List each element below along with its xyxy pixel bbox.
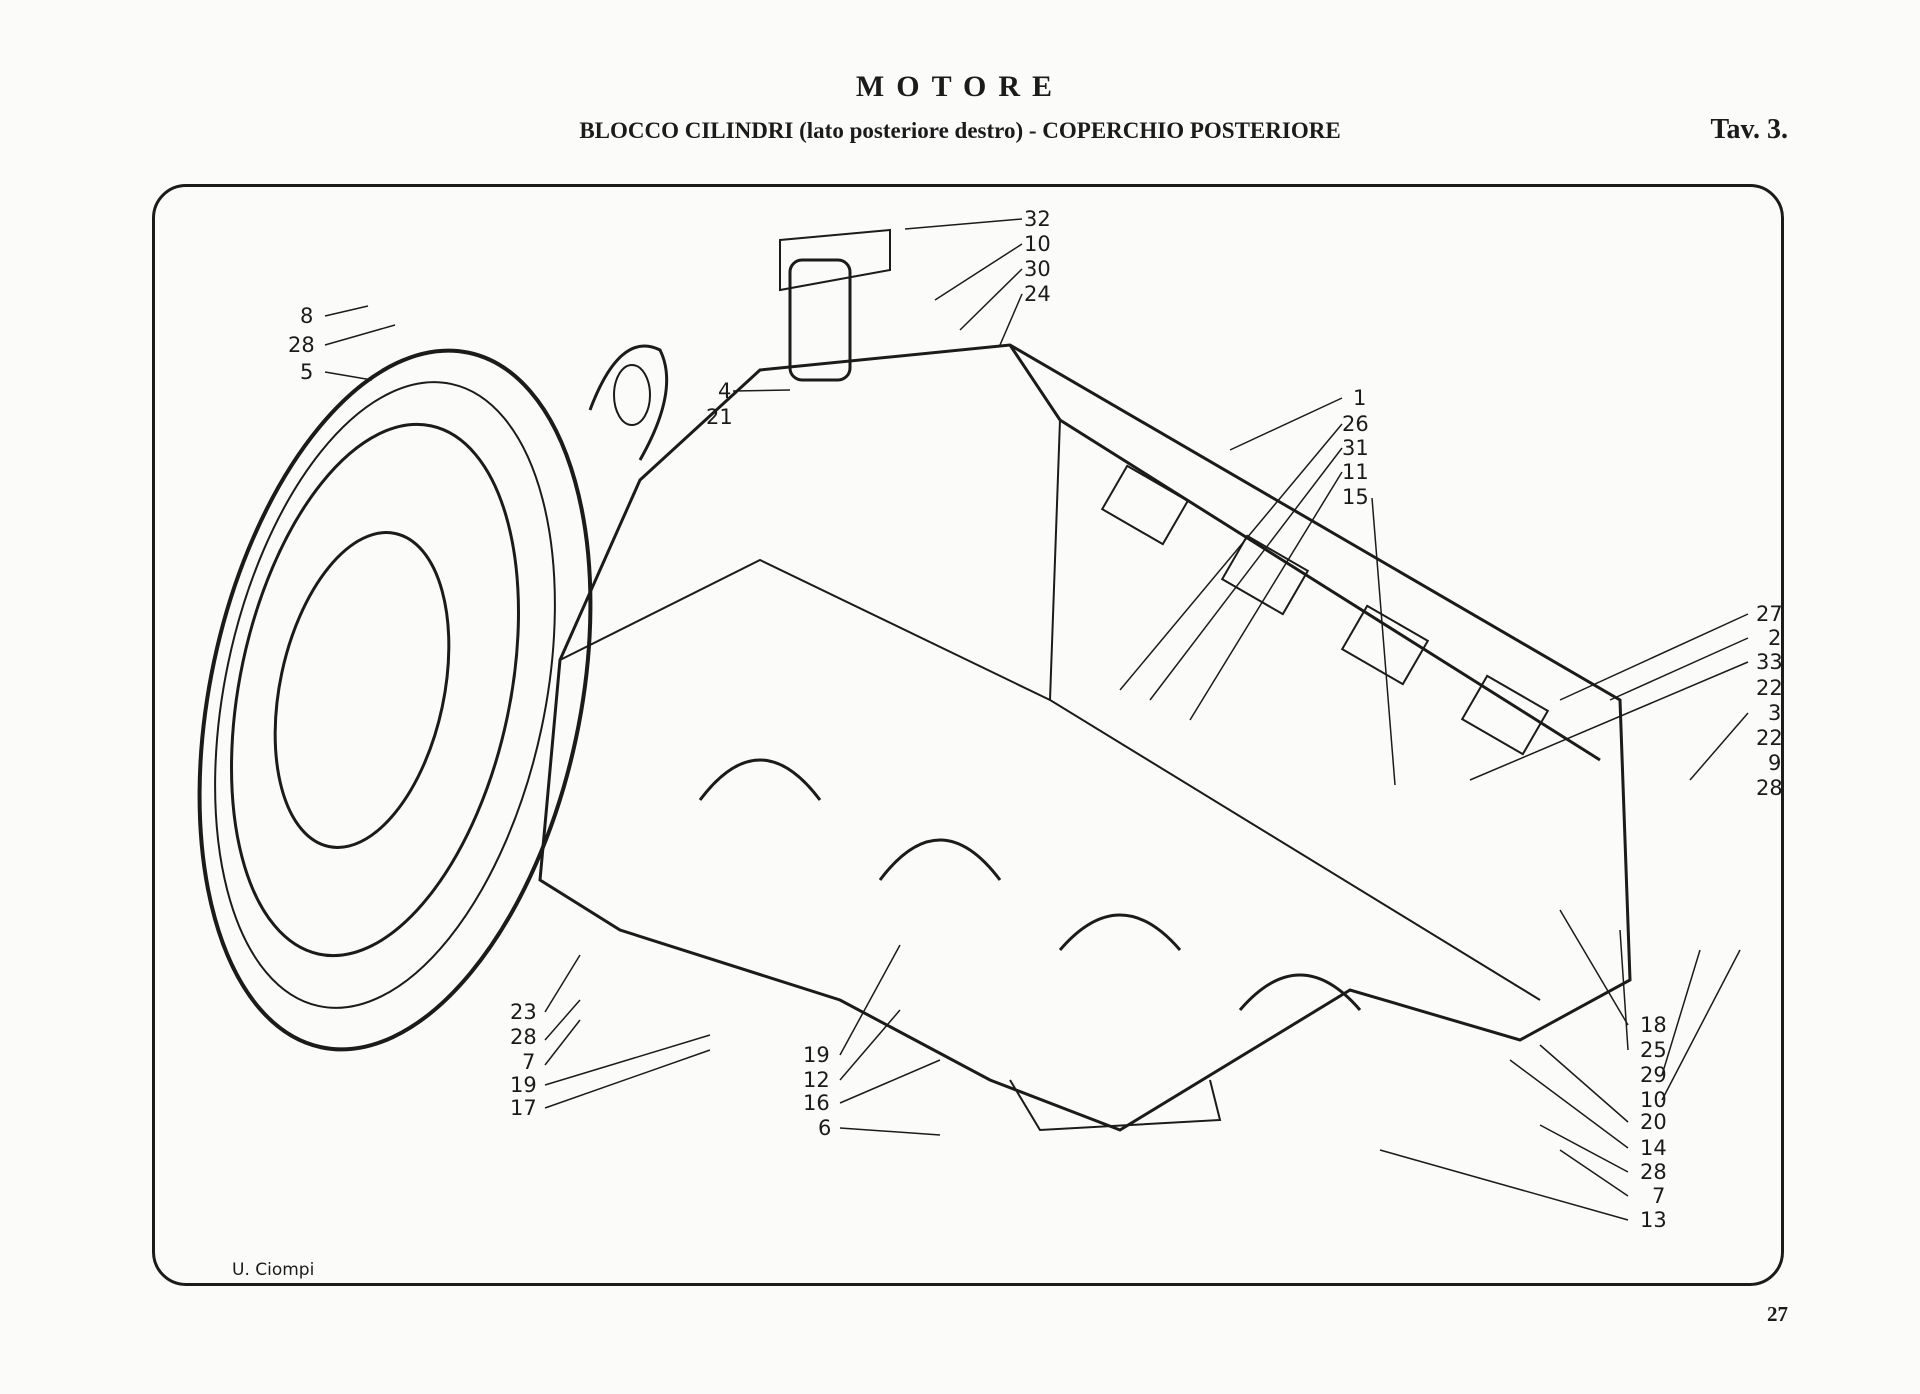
callout-29: 29 (1640, 1063, 1667, 1087)
callout-31: 31 (1342, 436, 1369, 460)
callout-27: 27 (1756, 602, 1783, 626)
plate-number: Tav. 3. (1710, 114, 1788, 145)
page-number: 27 (1767, 1302, 1788, 1326)
callout-16: 16 (803, 1091, 830, 1115)
callout-33: 33 (1756, 650, 1783, 674)
callout-24: 24 (1024, 282, 1051, 306)
callout-8: 8 (300, 304, 313, 328)
callout-20: 20 (1640, 1110, 1667, 1134)
illustrator-signature: U. Ciompi (232, 1260, 315, 1280)
callout-28d: 28 (1640, 1160, 1667, 1184)
callout-2: 2 (1768, 626, 1781, 650)
callout-17: 17 (510, 1096, 537, 1120)
callout-26: 26 (1342, 412, 1369, 436)
callout-13: 13 (1640, 1208, 1667, 1232)
callout-11: 11 (1342, 460, 1369, 484)
page-subtitle: BLOCCO CILINDRI (lato posteriore destro)… (579, 118, 1341, 143)
callout-21: 21 (706, 405, 733, 429)
callout-1: 1 (1353, 386, 1366, 410)
callout-19b: 19 (803, 1043, 830, 1067)
callout-12: 12 (803, 1068, 830, 1092)
drawing-frame (152, 184, 1784, 1286)
callout-19: 19 (510, 1073, 537, 1097)
callout-5: 5 (300, 360, 313, 384)
cylinder-block-icon (538, 228, 1632, 1132)
callout-3: 3 (1768, 701, 1781, 725)
callout-22b: 22 (1756, 726, 1783, 750)
callout-4: 4 (718, 379, 731, 403)
callout-7: 7 (522, 1050, 535, 1074)
callout-22: 22 (1756, 676, 1783, 700)
callout-10b: 10 (1640, 1088, 1667, 1112)
callout-30: 30 (1024, 257, 1051, 281)
callout-10: 10 (1024, 232, 1051, 256)
callout-15: 15 (1342, 485, 1369, 509)
callout-7b: 7 (1652, 1184, 1665, 1208)
callout-9: 9 (1768, 751, 1781, 775)
callout-14: 14 (1640, 1136, 1667, 1160)
leader-lines (324, 218, 1749, 1221)
callout-28: 28 (288, 333, 315, 357)
callout-labels: 32 10 30 24 8 28 5 4 21 1 26 31 11 15 27… (288, 207, 1783, 1232)
callout-25: 25 (1640, 1038, 1667, 1062)
flywheel-cover-icon (197, 344, 669, 1052)
callout-28b: 28 (1756, 776, 1783, 800)
callout-18: 18 (1640, 1013, 1667, 1037)
callout-6: 6 (818, 1116, 831, 1140)
callout-32: 32 (1024, 207, 1051, 231)
page-title: MOTORE (855, 70, 1065, 103)
callout-28c: 28 (510, 1025, 537, 1049)
callout-23: 23 (510, 1000, 537, 1024)
